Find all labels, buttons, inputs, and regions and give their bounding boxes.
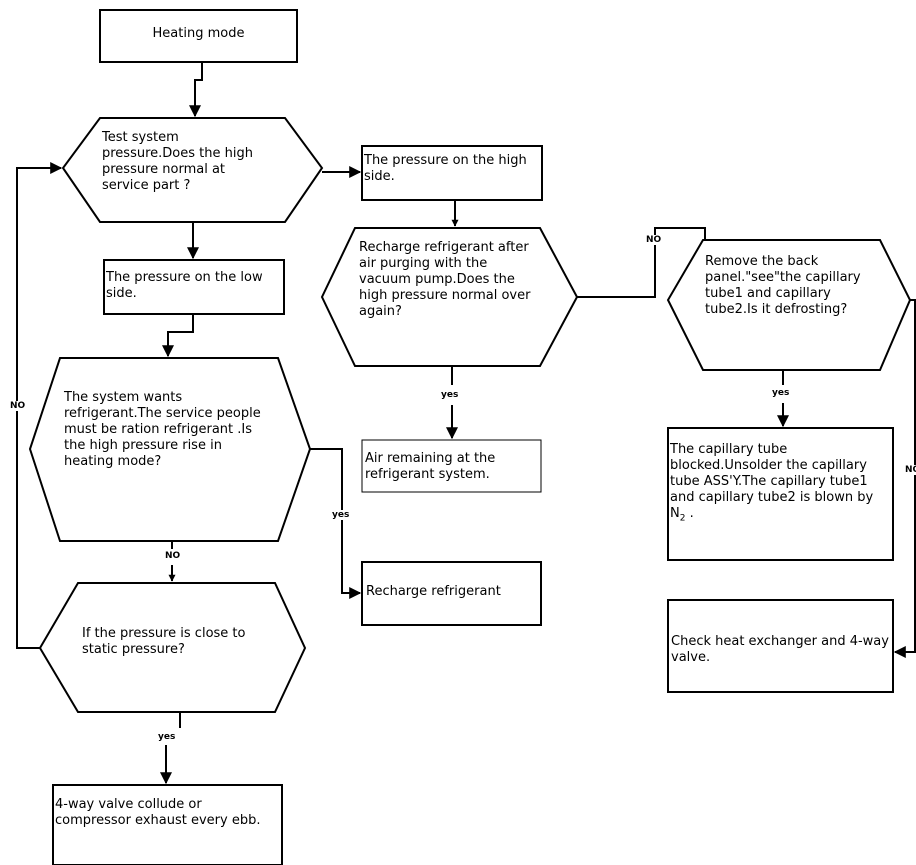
remove-panel-text: Remove the back panel."see"the capillary… <box>705 254 861 317</box>
low-side-text: The pressure on the low side. <box>106 270 263 301</box>
wants-refrigerant-text: The system wants refrigerant.The service… <box>64 390 261 469</box>
label-yes-mid: yes <box>440 390 460 400</box>
remove-panel-hexagon <box>666 239 912 371</box>
capillary-blocked-text: The capillary tube blocked.Unsolder the … <box>670 442 874 524</box>
capillary-blocked-sub: 2 <box>679 513 686 524</box>
wants-refrigerant-hexagon <box>28 357 312 542</box>
arrow-close-static-yes <box>166 712 181 783</box>
recharge-purge-hexagon <box>320 227 579 367</box>
arrow-low-side-to-wants <box>162 314 194 358</box>
valve-collude-box <box>52 784 283 865</box>
check-exchanger-text: Check heat exchanger and 4-way valve. <box>671 634 889 665</box>
arrow-remove-panel-no <box>893 299 916 658</box>
recharge-purge-text: Recharge refrigerant after air purging w… <box>359 240 531 319</box>
label-yes-recharge: yes <box>331 510 351 520</box>
label-yes-left: yes <box>157 732 177 742</box>
test-pressure-text: Test system pressure.Does the high press… <box>102 130 253 193</box>
line-recharge-purge-to-remove-panel <box>577 227 706 298</box>
check-exchanger-box <box>667 599 894 693</box>
test-pressure-hexagon <box>61 117 324 223</box>
high-side-text: The pressure on the high side. <box>364 153 527 184</box>
close-static-text: If the pressure is close to static press… <box>82 626 246 657</box>
heating-mode-box <box>99 9 298 63</box>
label-yes-right: yes <box>771 388 791 398</box>
heating-mode-text: Heating mode <box>152 26 245 41</box>
high-side-box <box>361 145 543 201</box>
recharge-box <box>361 561 542 626</box>
low-side-box <box>103 259 285 315</box>
label-no-mid: NO <box>164 551 182 561</box>
label-no-top: NO <box>645 235 663 245</box>
arrow-wants-yes-to-recharge <box>310 448 362 599</box>
capillary-blocked-box <box>667 427 894 561</box>
arrow-heating-to-test <box>189 62 203 118</box>
label-no-left: NO <box>9 401 27 411</box>
air-remaining-text: Air remaining at the refrigerant system. <box>365 451 496 482</box>
label-no-right: NO <box>904 465 916 475</box>
recharge-text: Recharge refrigerant <box>366 584 501 599</box>
capillary-blocked-main: The capillary tube blocked.Unsolder the … <box>670 442 874 521</box>
valve-collude-text: 4-way valve collude or compressor exhaus… <box>55 797 261 828</box>
